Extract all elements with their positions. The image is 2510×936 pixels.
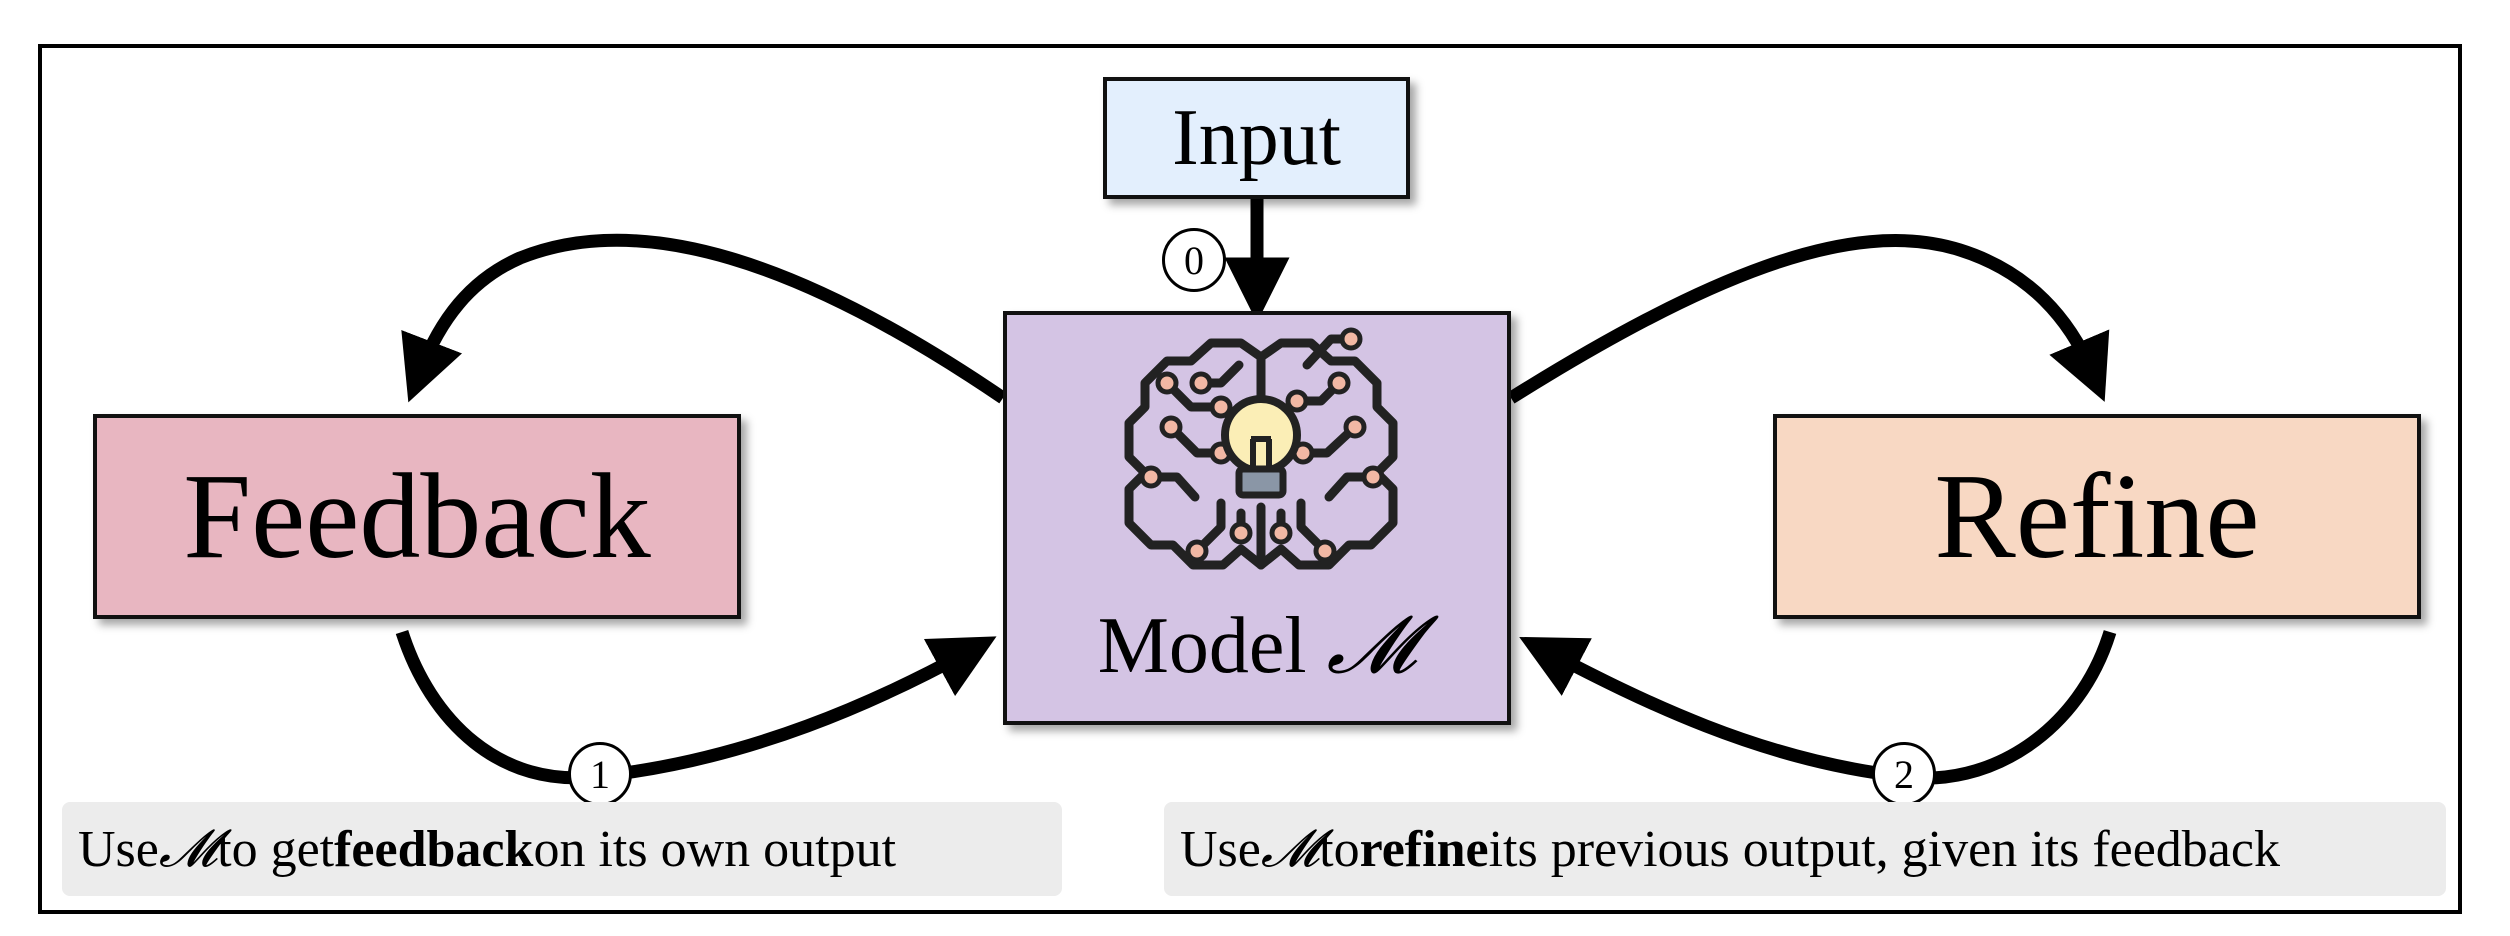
arrow-feedback-to-model — [395, 630, 997, 785]
caption-feedback: Use 𝓜 to get feedback on its own output — [62, 802, 1062, 896]
arrow-model-to-refine — [1507, 234, 2110, 404]
caption-left-symbol: 𝓜 — [158, 818, 218, 879]
lightbulb-icon — [1221, 395, 1301, 499]
model-text: Model — [1097, 602, 1327, 690]
caption-refine: Use 𝓜 to refine its previous output, giv… — [1164, 802, 2446, 896]
model-label: Model 𝓜 — [1007, 605, 1507, 687]
caption-left-mid: to get — [217, 820, 335, 878]
caption-right-mid: to — [1319, 820, 1360, 878]
model-node: Model 𝓜 — [1003, 311, 1511, 725]
brain-circuit-icon — [1124, 327, 1398, 570]
refine-label: Refine — [1934, 448, 2260, 584]
caption-left-post: on its own output — [533, 820, 897, 878]
model-symbol: 𝓜 — [1326, 598, 1417, 691]
input-node: Input — [1103, 77, 1410, 199]
caption-right-post: its previous output, given its feedback — [1488, 820, 2280, 878]
caption-left-bold: feedback — [334, 820, 534, 878]
input-label: Input — [1172, 93, 1341, 182]
caption-right-symbol: 𝓜 — [1260, 818, 1320, 879]
step-badge-2: 2 — [1872, 742, 1936, 806]
caption-left-pre: Use — [78, 820, 159, 878]
step-badge-1: 1 — [568, 742, 632, 806]
refine-node: Refine — [1773, 414, 2421, 619]
step-badge-0: 0 — [1162, 228, 1226, 292]
arrow-model-to-feedback — [401, 233, 1007, 404]
arrow-refine-to-model — [1519, 630, 2117, 785]
feedback-node: Feedback — [93, 414, 741, 619]
caption-right-bold: refine — [1359, 820, 1489, 878]
feedback-label: Feedback — [183, 448, 651, 584]
diagram-frame — [38, 44, 2462, 914]
caption-right-pre: Use — [1180, 820, 1261, 878]
